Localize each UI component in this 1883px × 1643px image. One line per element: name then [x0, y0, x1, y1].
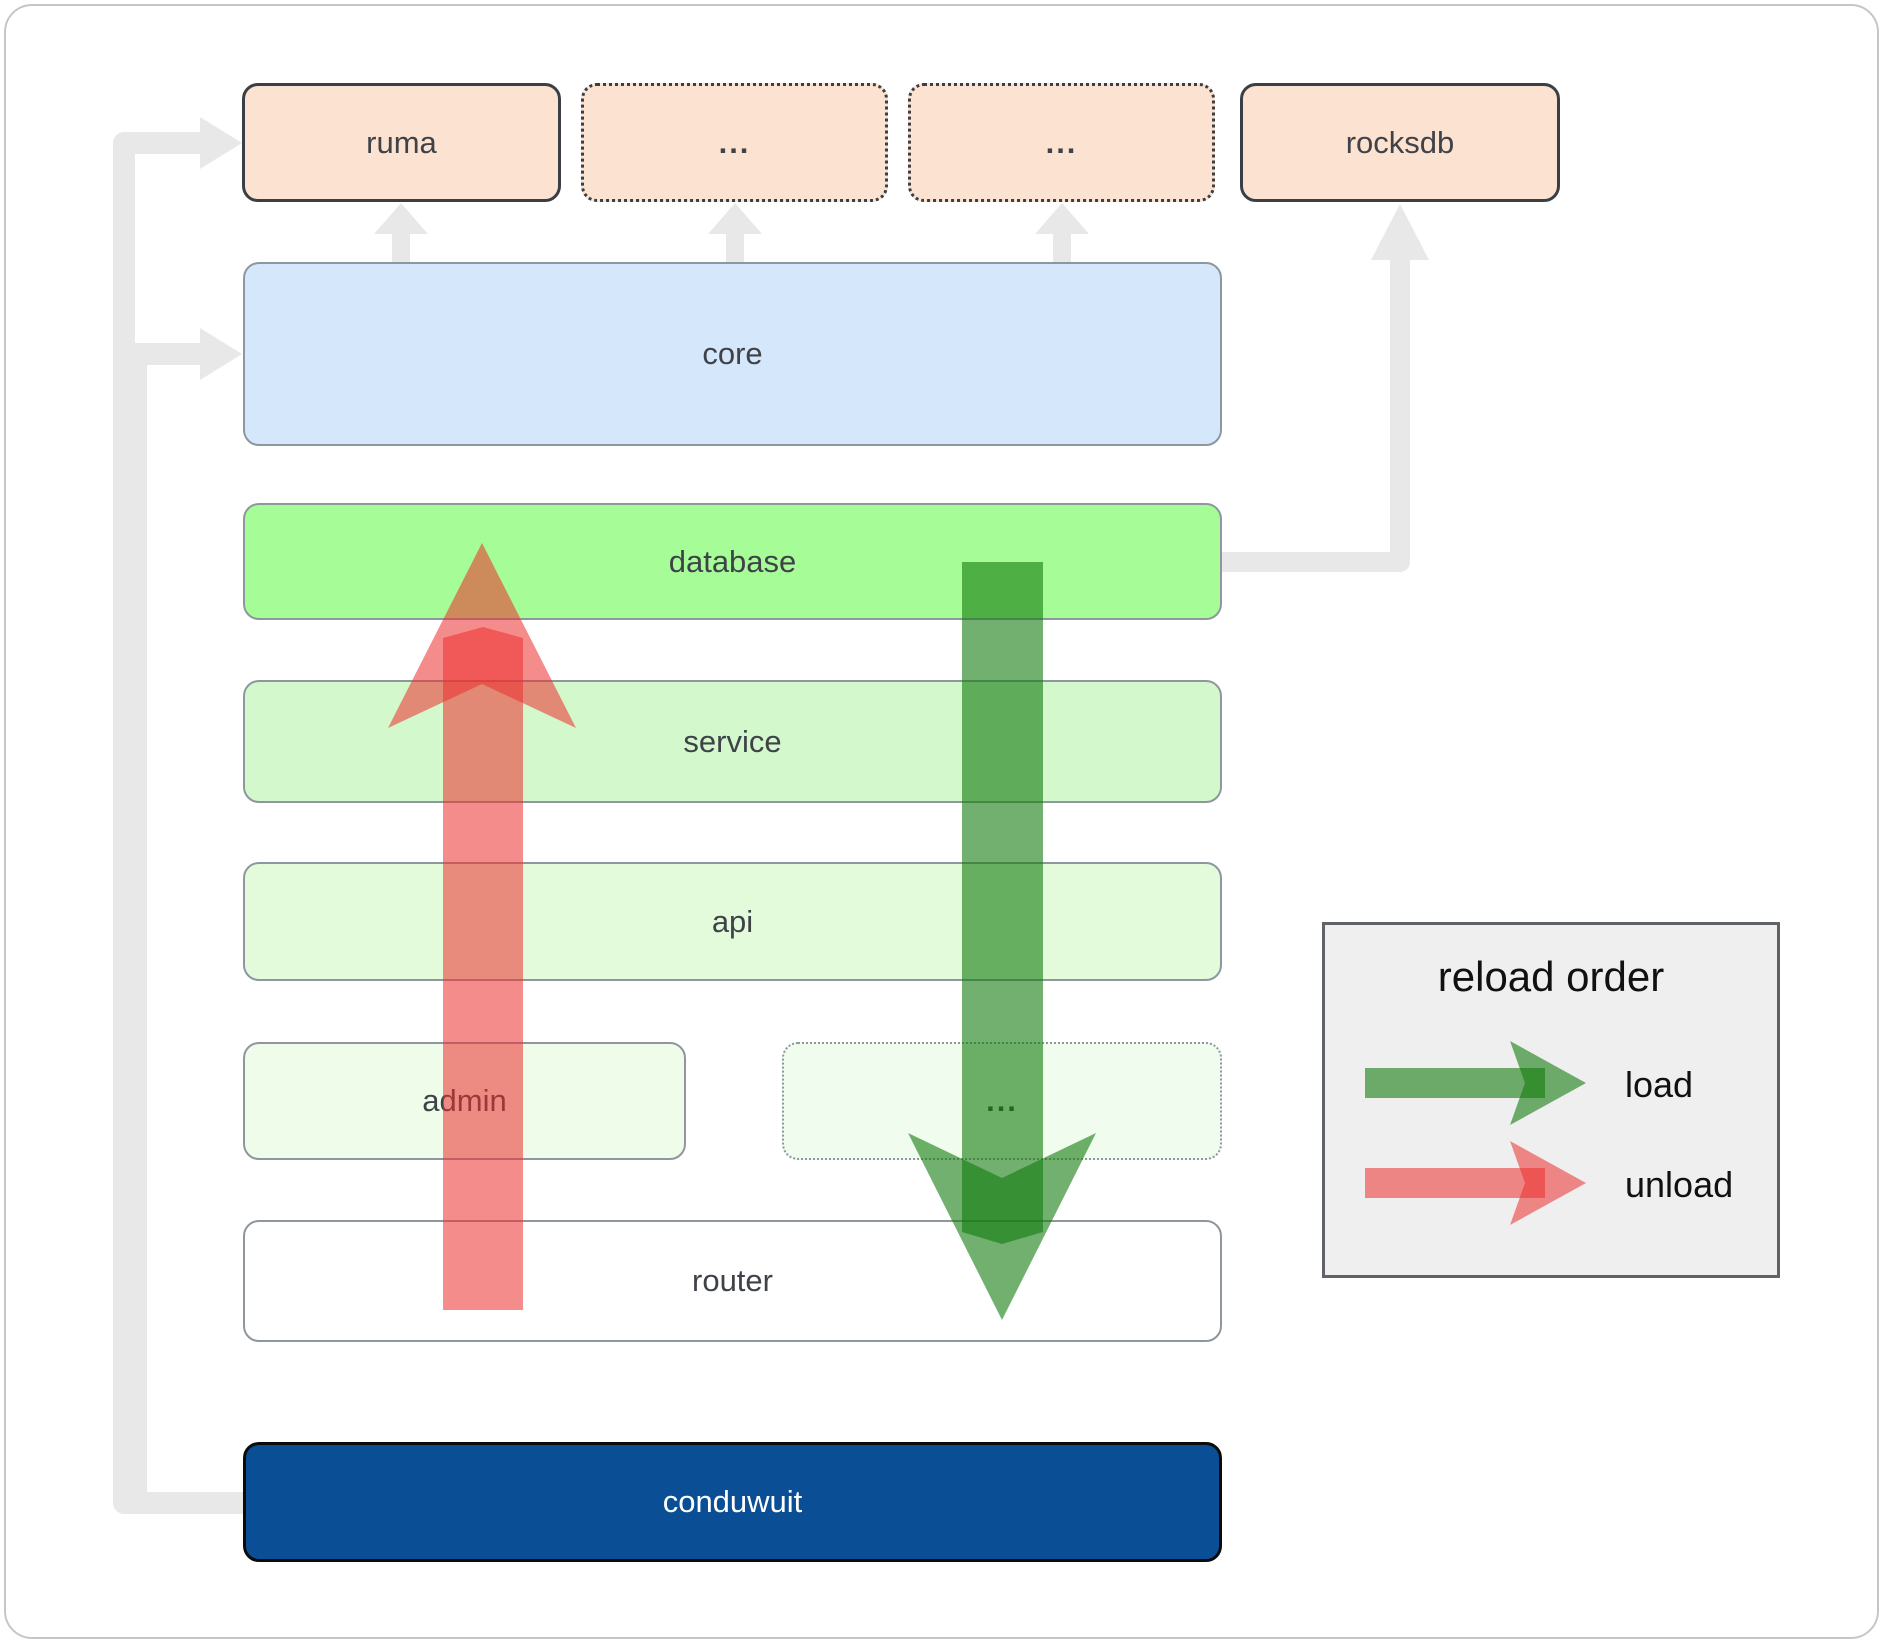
legend-label-load: load — [1625, 1064, 1694, 1105]
node-api-label: api — [711, 903, 754, 939]
node-conduwuit: conduwuit — [243, 1442, 1222, 1562]
node-ellipsis-3: ... — [782, 1042, 1222, 1160]
node-ellipsis-1: ... — [581, 83, 888, 202]
legend-title: reload order — [1437, 953, 1665, 1000]
node-ellipsis-1-label: ... — [718, 124, 751, 160]
node-admin: admin — [243, 1042, 686, 1160]
node-ellipsis-2-label: ... — [1045, 124, 1078, 160]
node-ruma: ruma — [242, 83, 561, 202]
node-router-label: router — [692, 1263, 773, 1298]
node-rocksdb: rocksdb — [1240, 83, 1560, 202]
unload-arrow-icon — [1365, 1141, 1586, 1225]
node-router: router — [243, 1220, 1222, 1342]
diagram-outer-frame — [4, 4, 1879, 1639]
node-database: database — [243, 503, 1222, 620]
node-ruma-label: ruma — [366, 124, 437, 160]
legend-label-unload: unload — [1625, 1164, 1734, 1205]
node-core: core — [243, 262, 1222, 446]
load-arrow-icon — [1365, 1041, 1586, 1125]
node-conduwuit-label: conduwuit — [662, 1484, 803, 1519]
node-admin-label: admin — [422, 1083, 507, 1118]
node-api: api — [243, 862, 1222, 981]
node-database-label: database — [668, 543, 797, 579]
node-core-label: core — [702, 336, 763, 371]
node-rocksdb-label: rocksdb — [1345, 124, 1455, 160]
node-ellipsis-3-label: ... — [986, 1083, 1018, 1118]
node-service-label: service — [683, 723, 782, 759]
node-service: service — [243, 680, 1222, 803]
node-ellipsis-2: ... — [908, 83, 1215, 202]
legend-reload-order: reload order load unload — [1322, 922, 1780, 1278]
